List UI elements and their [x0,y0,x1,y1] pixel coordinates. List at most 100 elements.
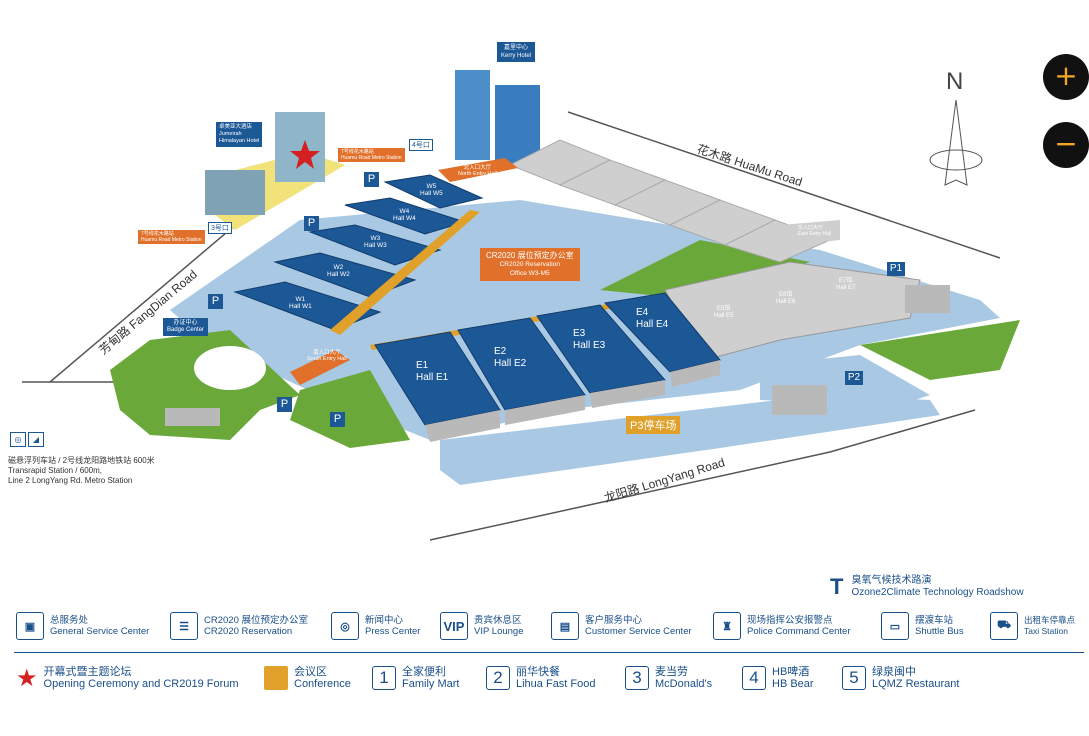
legend-1-cn: CR2020 展位预定办公室 [204,615,308,626]
north-entry-en: North Entry Hall [458,171,497,177]
hall-e2-label[interactable]: E2 Hall E2 [494,346,526,370]
hall-w5-shape [383,174,484,209]
jumeirah-label-cn: 卓美亚大酒店 [219,124,253,130]
hall-w3-label[interactable]: W3 Hall W3 [364,235,387,249]
zoom-in-button[interactable]: + [1043,54,1089,100]
p3-parking-ground [440,395,940,485]
kerry-tower-2 [495,85,540,165]
hall-e2-code: E2 [494,346,507,357]
customer-service-icon: ▤ [551,612,579,640]
hall-w3-name: Hall W3 [364,242,387,249]
legend-7-en: Taxi Station [1024,626,1068,636]
hall-e4-code: E4 [636,307,649,318]
hall-w2-label[interactable]: W2 Hall W2 [327,264,350,278]
hall-w5-label[interactable]: W5 Hall W5 [420,183,443,197]
legend2-5-en: HB Bear [772,678,814,690]
ozone-roadshow: T 臭氧气候技术路演 Ozone2Climate Technology Road… [830,574,1024,600]
hall-e3-name: Hall E3 [573,340,606,351]
number-5-icon: 5 [842,666,866,690]
east-entry-en: East Entry Hall [798,231,832,237]
parking-p3: P3停车场 [626,416,681,434]
compass-north: N [946,68,964,95]
east-entry-cn: 东入口大厅 [798,225,824,231]
hall-e3-label[interactable]: E3 Hall E3 [573,328,605,352]
legend-3-en: VIP Lounge [474,626,524,637]
hall-w1-name: Hall W1 [289,303,312,310]
south-entry-label: 南入口大厅 South Entry Hall [307,350,347,362]
legend-6-en: Shuttle Bus [915,626,964,637]
legend2-3-cn: 丽华快餐 [516,666,560,678]
north-entry-cn: 北入口大厅 [463,165,492,171]
jumeirah-label-en: Jumeirah [219,131,242,137]
hall-w5-name: Hall W5 [420,190,443,197]
metro-7-label-b: 7号线花木路站 Huamu Road Metro Station [138,230,205,244]
police-icon: ♜ [713,612,741,640]
hall-e7-label[interactable]: E7馆 Hall E7 [836,278,855,292]
hall-w2-name: Hall W2 [327,271,350,278]
hall-e5-label[interactable]: E5馆 Hall E5 [714,306,733,320]
reservation-office-label[interactable]: CR2020 展位预定办公室 CR2020 Reservation Office… [480,248,580,281]
jumeirah-building [205,170,265,215]
legend-1-en: CR2020 Reservation [204,626,293,637]
legend2-6-en: LQMZ Restaurant [872,678,960,690]
reservation-en: CR2020 Reservation [499,261,560,268]
legend-0-en: General Service Center [50,626,150,637]
compass-icon [929,99,983,186]
hall-w1-label[interactable]: W1 Hall W1 [289,296,312,310]
jumeirah-tower [275,112,325,182]
legend2-2-en: Family Mart [402,678,460,690]
legend2-1-cn: 会议区 [294,666,327,678]
hall-e5-code: E5馆 [717,306,731,312]
legend2-4-cn: 麦当劳 [655,666,688,678]
legend-4-cn: 客户服务中心 [585,615,643,626]
kerry-tower-1 [455,70,490,160]
zoom-out-button[interactable]: − [1043,122,1089,168]
metro-7a-cn: 7号线花木路站 [341,149,374,155]
legend2-1-en: Conference [294,678,351,690]
hall-e7-name: Hall E7 [836,285,856,291]
legend-6-cn: 摆渡车站 [915,615,954,626]
hall-e6-label[interactable]: E6馆 Hall E6 [776,292,795,306]
hall-w4-label[interactable]: W4 Hall W4 [393,208,416,222]
longyang-road-line [429,451,831,541]
ozone-cn: 臭氧气候技术路演 [851,575,932,586]
hall-e4-name: Hall E4 [636,319,669,330]
east-entry-hall-roof [780,220,840,245]
number-3-icon: 3 [625,666,649,690]
legend-4-en: Customer Service Center [585,626,692,637]
ozone-text: 臭氧气候技术路演 Ozone2Climate Technology Roadsh… [851,575,1023,599]
parking-fangdian: P [208,294,223,309]
legend-7-cn: 出租车停靠点 [1024,615,1076,625]
hall-w1-shape [233,281,382,331]
south-entry-cn: 南入口大厅 [313,350,341,356]
service-desk-icon: ▣ [16,612,44,640]
transrapid-cn: 磁悬浮列车站 / 2号线龙阳路地铁站 600米 [8,456,155,465]
hall-w3-shape [308,224,442,266]
hall-e5-name: Hall E5 [714,313,734,319]
legend-0-cn: 总服务处 [50,615,89,626]
hall-e4-label[interactable]: E4 Hall E4 [636,307,668,331]
legend-2-en: Press Center [365,626,421,637]
number-2-icon: 2 [486,666,510,690]
hall-e1-label[interactable]: E1 Hall E1 [416,360,448,384]
exit-3-label: 3号口 [208,222,232,234]
hall-bases [165,285,950,442]
hall-e2-name: Hall E2 [494,358,527,369]
number-4-icon: 4 [742,666,766,690]
metro-7-label-a: 7号线花木路站 Huamu Road Metro Station [338,148,405,162]
reservation-office: Office W3-M5 [509,270,550,277]
